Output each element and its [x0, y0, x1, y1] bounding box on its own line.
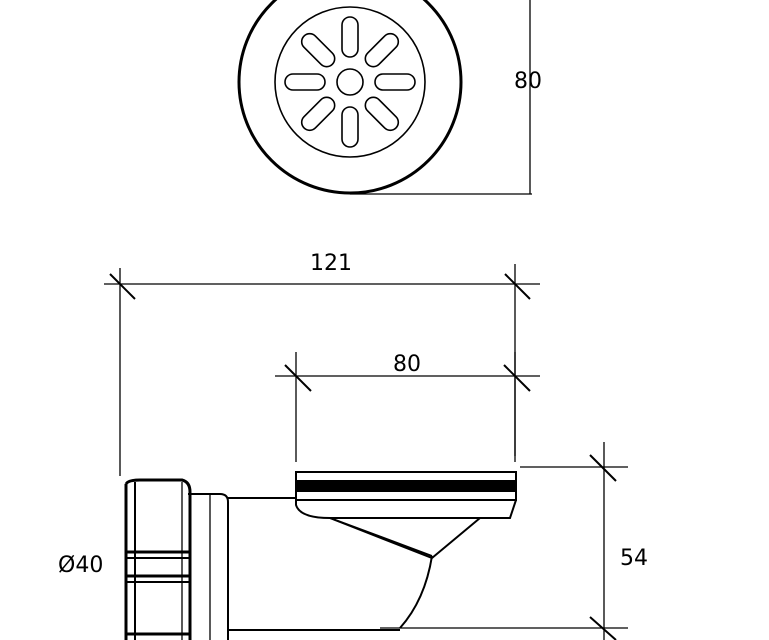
drain-body: [228, 497, 481, 631]
top-height-label: 80: [514, 69, 542, 94]
height-dimension: 54: [380, 442, 648, 640]
pipe-nut: [124, 478, 192, 640]
flange-width-label: 80: [393, 352, 421, 377]
grate-plate: [274, 6, 426, 158]
overall-width-label: 121: [310, 251, 352, 276]
drain-flange: [295, 471, 517, 519]
pipe-diameter-label: Ø40: [58, 553, 103, 578]
grate-slot: [341, 16, 359, 58]
grate-slot: [284, 73, 326, 91]
grate-slots: [284, 16, 416, 148]
grate-slot: [364, 32, 400, 68]
grate-slot: [300, 32, 336, 68]
grate-outer-ring: [237, 0, 463, 195]
outlet-pipe: [188, 493, 229, 640]
height-label: 54: [620, 546, 648, 571]
grate-slot: [300, 96, 336, 132]
grate-top-view: [237, 0, 463, 195]
grate-center-hub: [336, 68, 364, 96]
flange-width-dimension: 80: [275, 352, 540, 462]
top-height-dimension: 80: [350, 0, 542, 195]
overall-width-dimension: 121: [104, 251, 540, 476]
grate-slot: [364, 96, 400, 132]
grate-slot: [374, 73, 416, 91]
grate-slot: [341, 106, 359, 148]
